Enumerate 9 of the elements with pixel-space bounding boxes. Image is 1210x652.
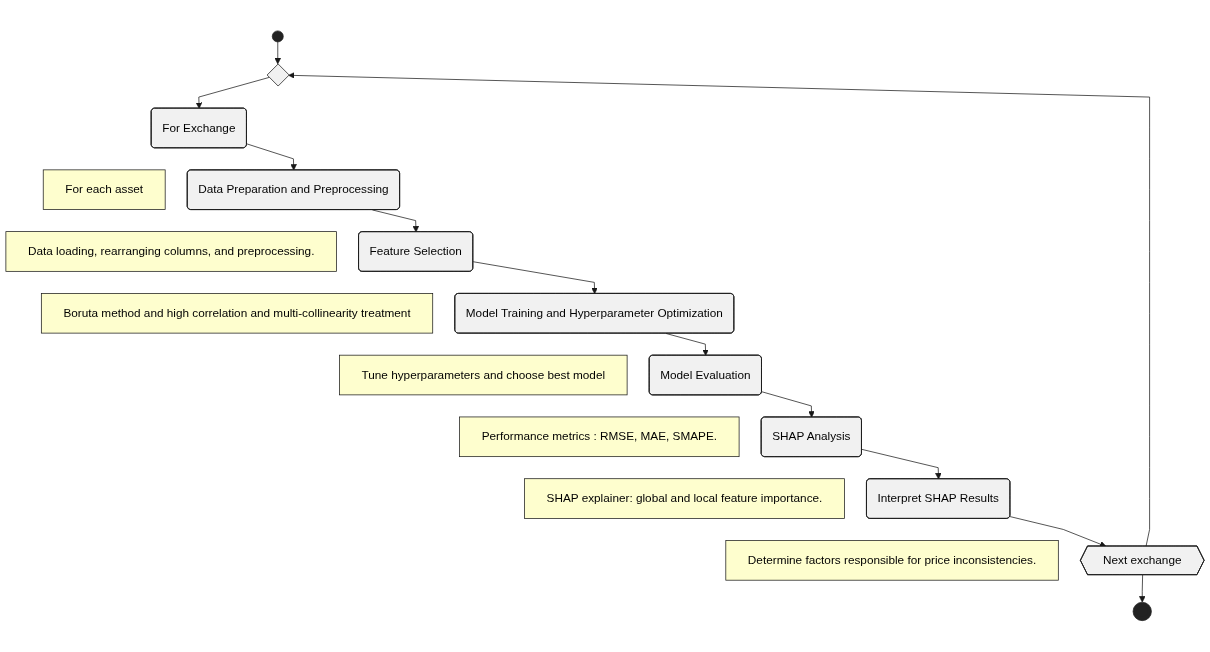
node-box: SHAP explainer: global and local feature importance. (524, 478, 845, 519)
node-box: Performance metrics : RMSE, MAE, SMAPE. (459, 416, 740, 458)
node-box: Determine factors responsible for price inconsistencies. (725, 540, 1059, 581)
node-diamond (266, 63, 290, 87)
node-box: For each asset (42, 169, 166, 211)
node-box: Boruta method and high correlation and multi-collinearity treatment (40, 293, 434, 334)
node-box: Data loading, rearranging columns, and preprocessing. (5, 231, 337, 272)
node-box: Tune hyperparameters and choose best model (339, 355, 628, 396)
node-circle (271, 30, 284, 43)
